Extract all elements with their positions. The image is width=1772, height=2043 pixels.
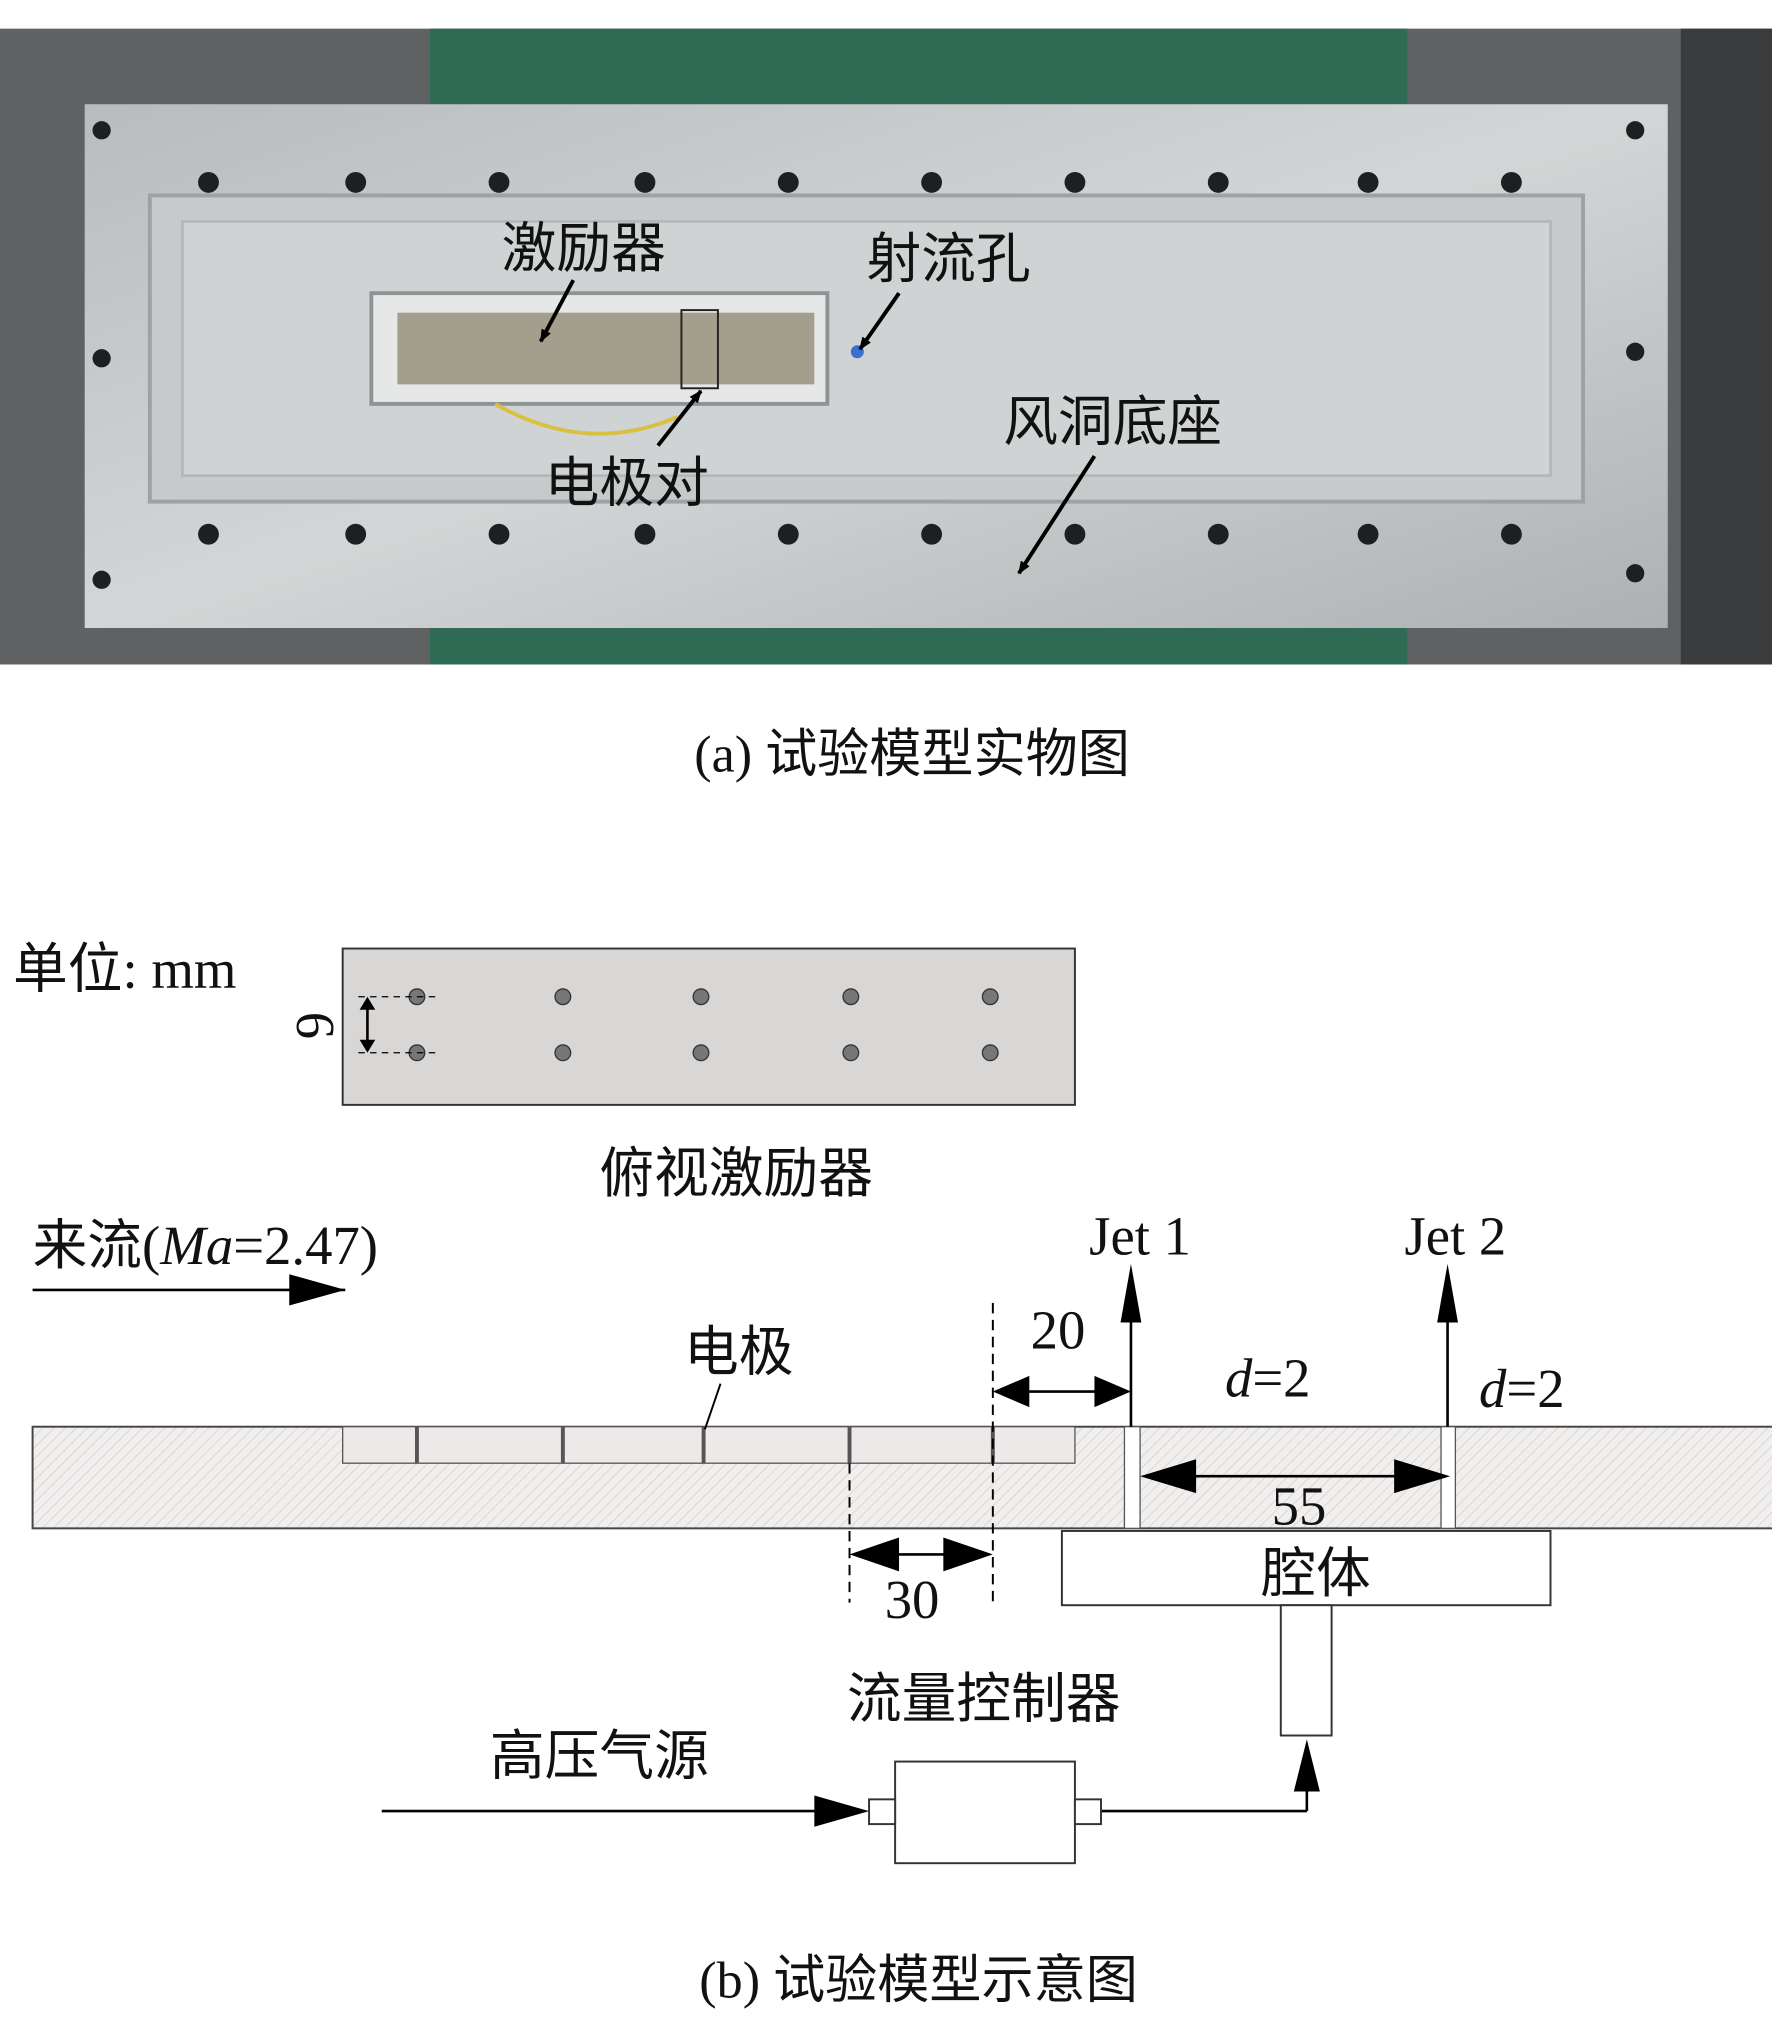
jet2-label: Jet 2 bbox=[1404, 1206, 1506, 1267]
supply-pipe bbox=[1279, 1604, 1333, 1737]
bolt-holes bbox=[92, 121, 1645, 589]
freestream-label: 来流(Ma=2.47) bbox=[33, 1215, 378, 1276]
caption-b: (b) 试验模型示意图 bbox=[699, 1952, 1138, 2009]
gas-source-label: 高压气源 bbox=[490, 1726, 709, 1787]
label-tunnel-base: 风洞底座 bbox=[1003, 391, 1222, 452]
electrode-pair-box bbox=[680, 309, 719, 390]
label-actuator: 激励器 bbox=[502, 218, 666, 279]
label-electrode-pair: 电极对 bbox=[545, 453, 709, 514]
flow-controller-label: 流量控制器 bbox=[847, 1668, 1121, 1729]
jet1-diameter: d=2 bbox=[1225, 1348, 1311, 1409]
dim-20: 20 bbox=[1031, 1300, 1086, 1361]
dim-55-arrow bbox=[1140, 1459, 1451, 1494]
unit-label: 单位: mm bbox=[13, 939, 236, 1000]
electrode-label: 电极 bbox=[684, 1322, 793, 1383]
dim-55: 55 bbox=[1272, 1475, 1327, 1536]
actuator-top-view: 6 bbox=[285, 947, 1076, 1106]
dim-6: 6 bbox=[285, 1012, 346, 1039]
label-jet-hole: 射流孔 bbox=[866, 229, 1030, 290]
dim-30-arrow bbox=[849, 1537, 993, 1572]
dim-20-arrow bbox=[992, 1375, 1131, 1408]
jet2-diameter: d=2 bbox=[1479, 1358, 1565, 1419]
photo-test-model: 激励器 射流孔 电极对 风洞底座 bbox=[0, 28, 1772, 665]
side-view-plate bbox=[31, 1425, 1772, 1530]
cavity-box bbox=[1060, 1529, 1552, 1607]
dim-30: 30 bbox=[885, 1569, 940, 1630]
flow-controller bbox=[894, 1760, 1076, 1865]
cavity-label: 腔体 bbox=[1261, 1543, 1370, 1604]
actuator-strip bbox=[397, 312, 815, 385]
jet1-label: Jet 1 bbox=[1089, 1206, 1191, 1267]
top-view-label: 俯视激励器 bbox=[599, 1143, 873, 1204]
jet1-slit bbox=[1123, 1426, 1141, 1529]
caption-a: (a) 试验模型实物图 bbox=[694, 726, 1130, 783]
